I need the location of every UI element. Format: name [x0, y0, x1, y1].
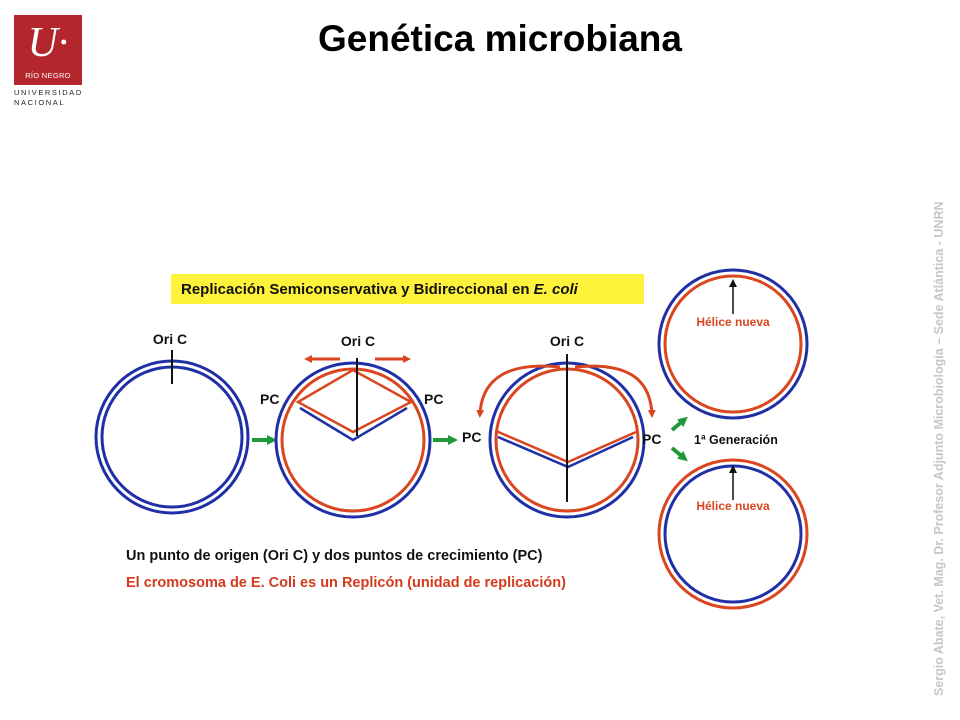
- chromosome-2: Ori C PC PC: [260, 333, 443, 519]
- university-logo: U· RÍO NEGRO UNIVERSIDAD NACIONAL: [14, 15, 84, 108]
- logo-line-1: UNIVERSIDAD: [14, 88, 83, 97]
- pc-label-right-2: PC: [424, 391, 443, 407]
- daughter-chromosome-top: Hélice nueva: [657, 268, 809, 420]
- generation-label: 1ª Generación: [694, 433, 778, 447]
- chromosome-3: Ori C PC PC: [462, 333, 661, 519]
- green-arrow-down: [670, 446, 688, 462]
- replication-diagram: Ori C Ori C PC PC Ori C PC: [94, 268, 809, 610]
- banner-main: Replicación Semiconservativa y Bidirecci…: [181, 281, 534, 298]
- ori-label-1: Ori C: [153, 331, 187, 347]
- logo-place: RÍO NEGRO: [25, 71, 71, 80]
- logo-line-2: NACIONAL: [14, 98, 66, 107]
- ori-label-3: Ori C: [550, 333, 584, 349]
- banner-text: Replicación Semiconservativa y Bidirecci…: [181, 281, 578, 298]
- logo-emblem: U· RÍO NEGRO: [14, 15, 82, 85]
- green-arrow-up: [670, 416, 688, 432]
- figure-banner: Replicación Semiconservativa y Bidirecci…: [171, 274, 644, 304]
- caption-line-1: Un punto de origen (Ori C) y dos puntos …: [126, 548, 543, 564]
- pc-label-left-3: PC: [462, 429, 481, 445]
- author-credit: Sergio Abate, Vet. Mag. Dr. Profesor Adj…: [932, 201, 946, 696]
- daughter-chromosome-bottom: Hélice nueva: [657, 458, 809, 610]
- caption-line-2: El cromosoma de E. Coli es un Replicón (…: [126, 575, 566, 591]
- logo-mark: U·: [27, 20, 69, 66]
- replication-figure: Ori C Ori C PC PC Ori C PC: [90, 262, 810, 617]
- pc-label-right-3: PC: [642, 431, 661, 447]
- ori-label-2: Ori C: [341, 333, 375, 349]
- pc-label-left-2: PC: [260, 391, 279, 407]
- banner-italic: E. coli: [533, 281, 578, 298]
- new-helix-label-bottom: Hélice nueva: [696, 499, 770, 513]
- chromosome-1: Ori C: [94, 331, 250, 515]
- new-helix-label-top: Hélice nueva: [696, 315, 770, 329]
- slide-title: Genética microbiana: [318, 18, 682, 59]
